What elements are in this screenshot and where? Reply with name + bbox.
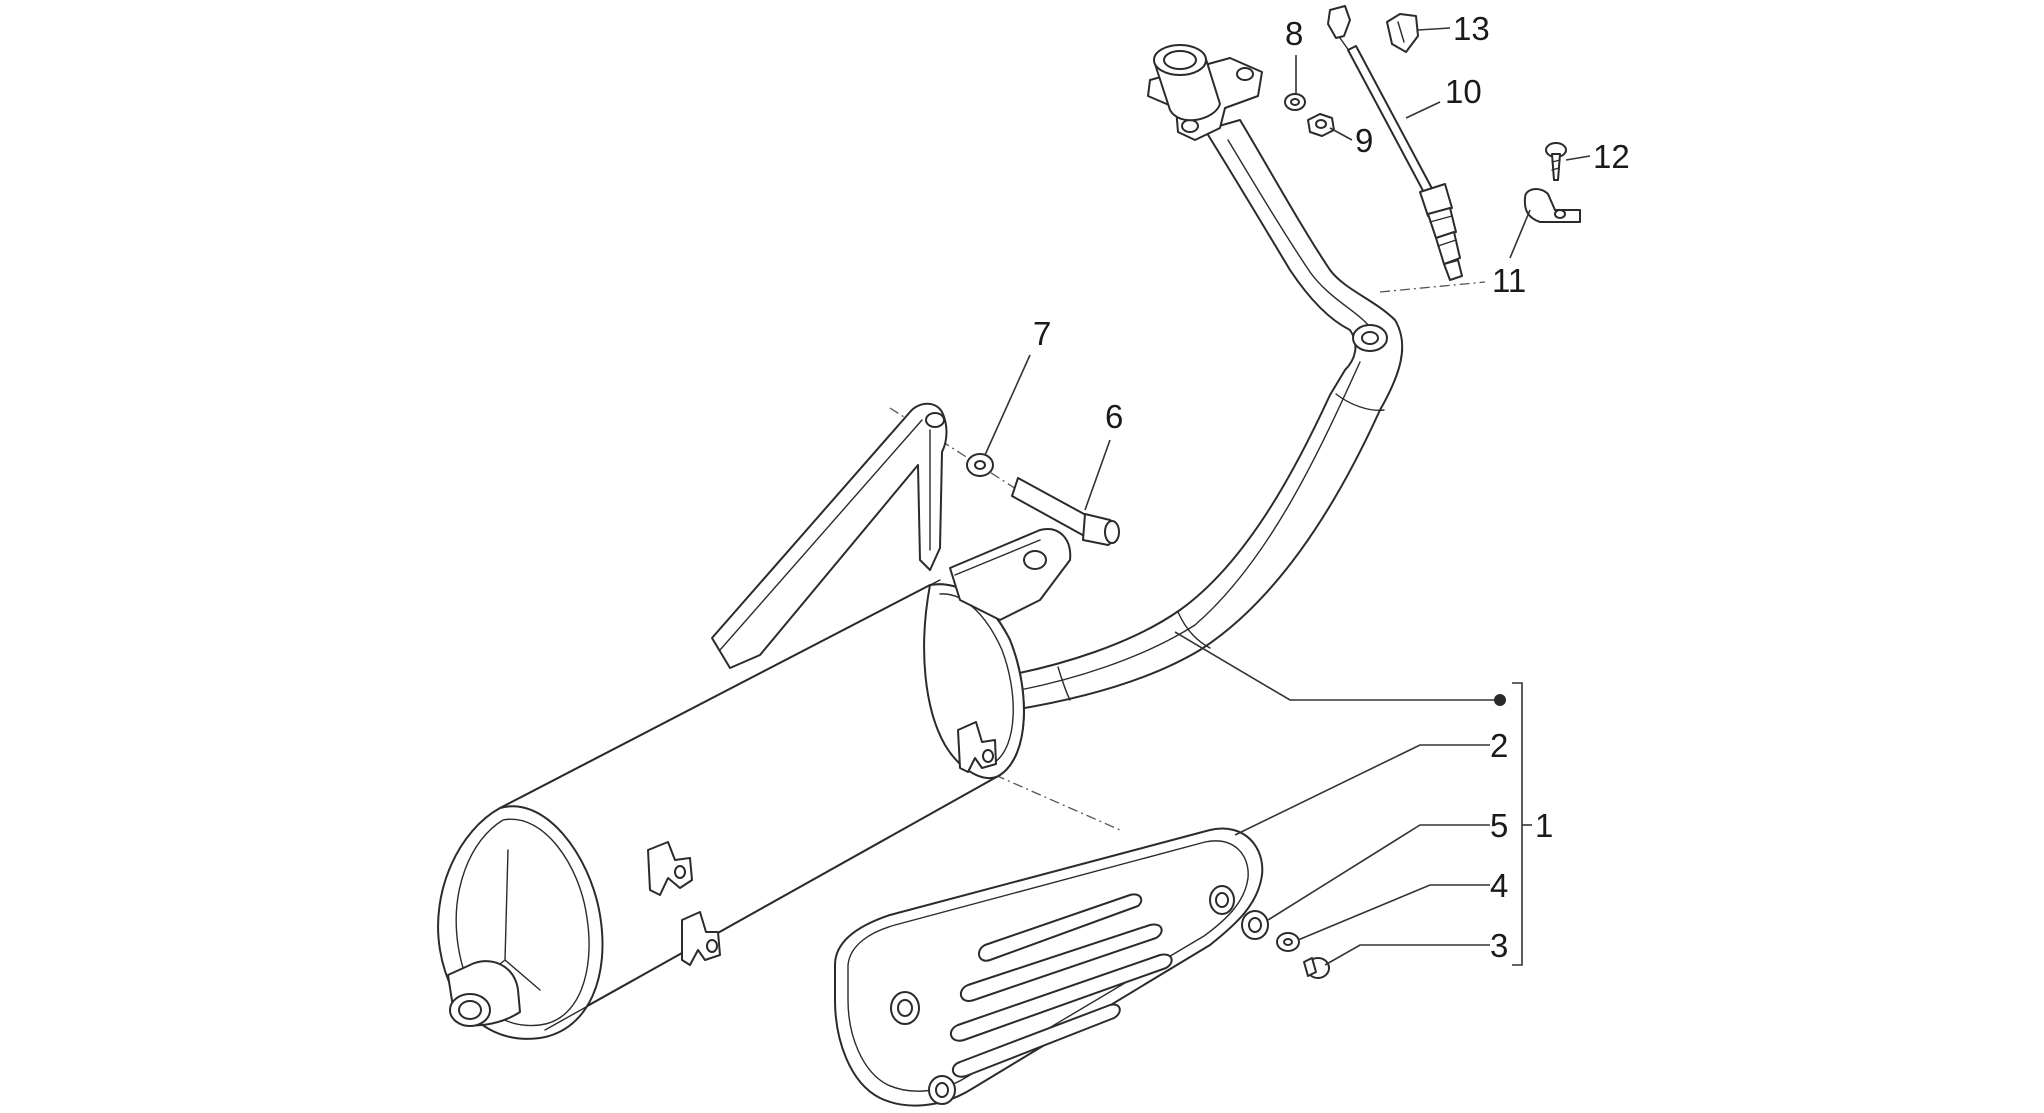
clamp-part-11 (1523, 188, 1581, 223)
muffler (437, 579, 1025, 1040)
nut-part-9 (1307, 113, 1335, 137)
washer-part-4 (1276, 932, 1300, 952)
washer-part-8 (1284, 93, 1306, 111)
grommet-part-5 (1241, 910, 1269, 940)
muffler-mounting-bracket (711, 402, 1072, 669)
callout-9: 9 (1355, 122, 1373, 159)
exhaust-pipe (999, 119, 1404, 713)
callout-7: 7 (1033, 315, 1051, 352)
callout-3: 3 (1490, 927, 1508, 964)
muffler-clips (647, 721, 997, 966)
callout-6: 6 (1105, 398, 1123, 435)
callout-12: 12 (1593, 138, 1630, 175)
callout-8: 8 (1285, 15, 1303, 52)
leader-lines (984, 27, 1591, 966)
callout-labels: 1 2 3 4 5 6 7 8 9 10 11 12 13 (1033, 10, 1630, 964)
bolt-part-6 (1011, 477, 1120, 546)
washer-part-7 (966, 453, 994, 477)
callout-10: 10 (1445, 73, 1482, 110)
callout-4: 4 (1490, 867, 1508, 904)
callout-5: 5 (1490, 807, 1508, 844)
exhaust-flange (1147, 44, 1263, 141)
screw-part-12 (1545, 142, 1567, 181)
clip-part-13 (1386, 13, 1419, 53)
callout-13: 13 (1453, 10, 1490, 47)
callout-2: 2 (1490, 727, 1508, 764)
lambda-sensor-part-10 (1327, 5, 1463, 281)
callout-11: 11 (1492, 262, 1526, 299)
assembly-bullet (1494, 694, 1506, 706)
heat-shield (834, 827, 1264, 1107)
screw-part-3 (1303, 957, 1330, 979)
callout-1: 1 (1535, 807, 1553, 844)
